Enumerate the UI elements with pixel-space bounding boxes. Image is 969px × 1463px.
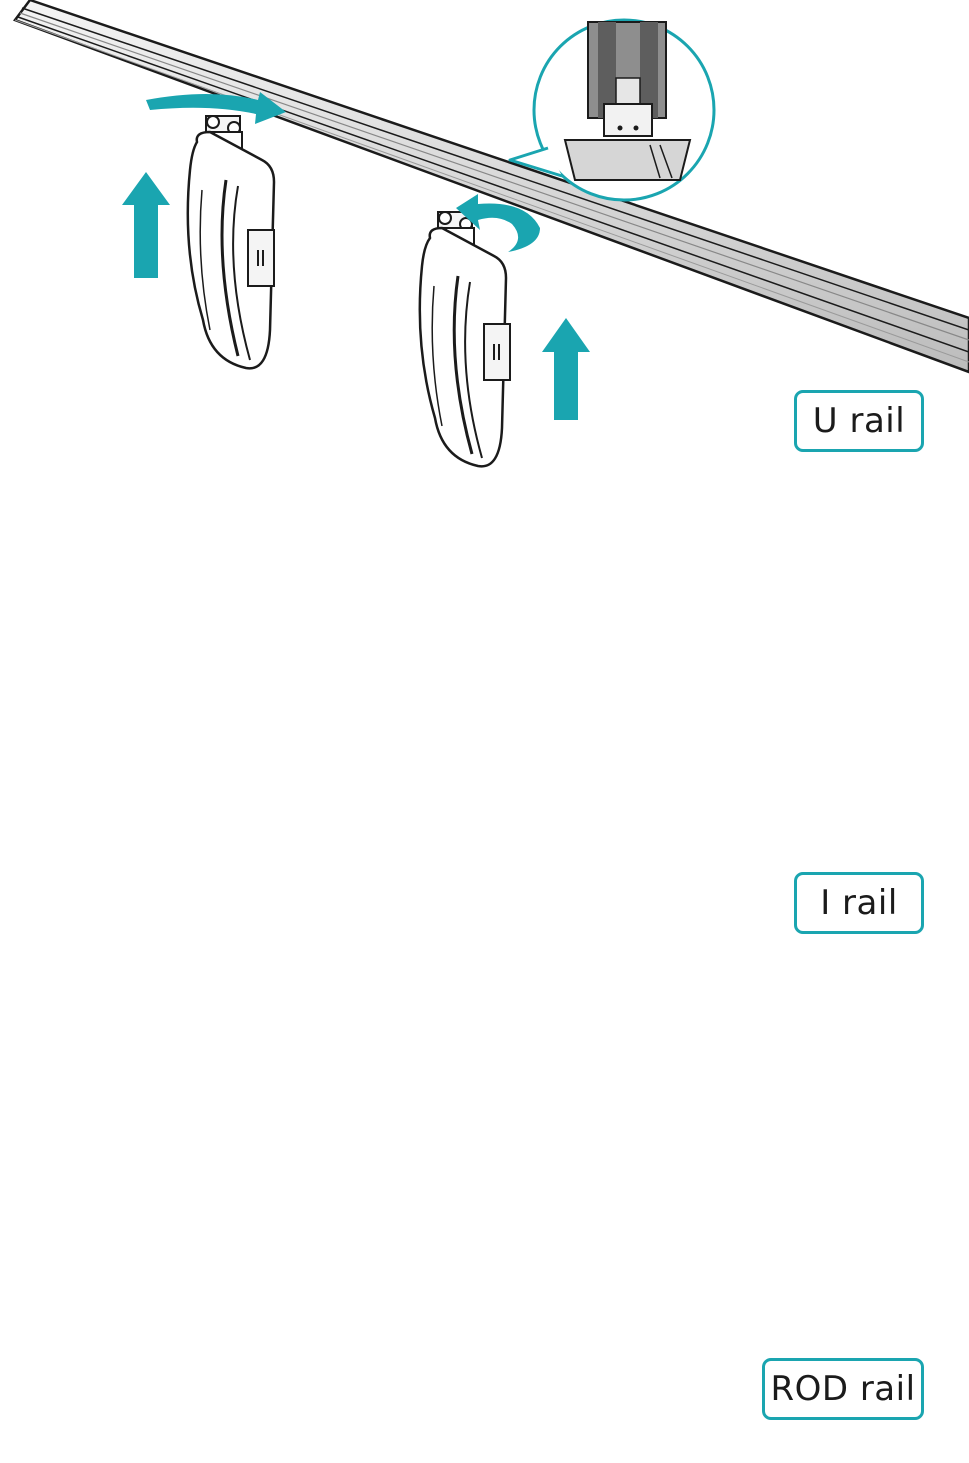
arrow-up-icon [122, 172, 170, 278]
rotate-arrow-icon [146, 92, 286, 124]
u-rail-device-left [186, 115, 276, 370]
u-rail-device-right [418, 211, 511, 468]
u-rail-track [12, 0, 969, 374]
i-rail-label: I rail [794, 872, 924, 934]
zoom-callout-icon [508, 18, 716, 202]
u-rail-label: U rail [794, 390, 924, 452]
u-rail-section [12, 0, 969, 468]
rotate-arrow-icon [456, 194, 540, 252]
arrow-up-icon [542, 318, 590, 420]
rod-rail-label: ROD rail [762, 1358, 924, 1420]
